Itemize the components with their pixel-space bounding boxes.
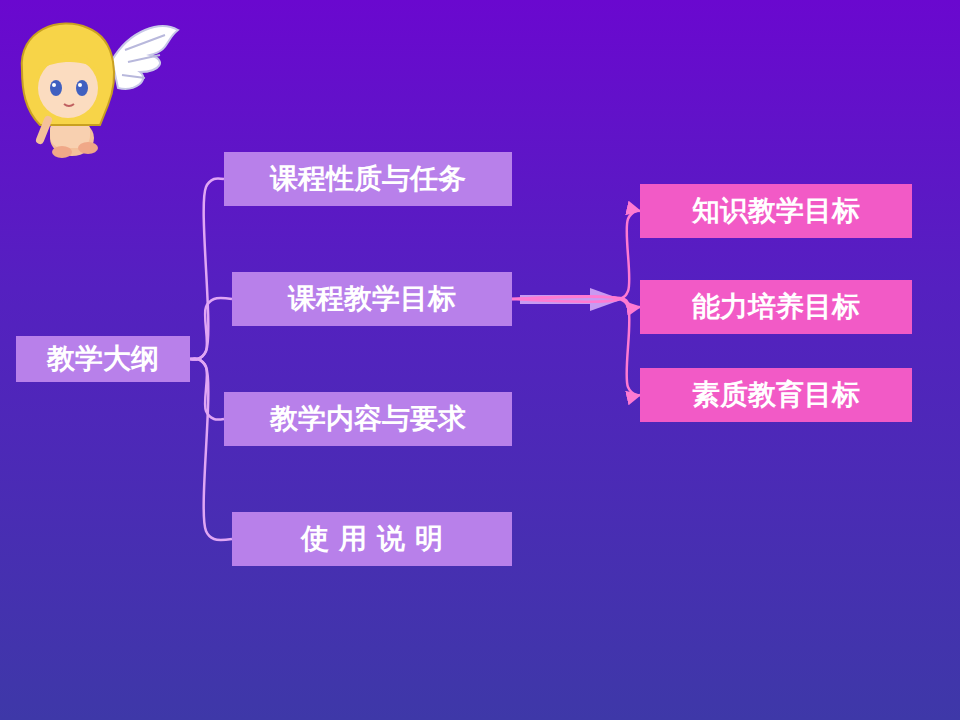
topic-box: 课程教学目标	[232, 272, 512, 326]
topic-box: 使 用 说 明	[232, 512, 512, 566]
box-label: 素质教育目标	[692, 378, 860, 412]
angel	[22, 23, 178, 158]
box-label: 课程性质与任务	[270, 162, 466, 196]
goal-box: 能力培养目标	[640, 280, 912, 334]
box-label: 教学内容与要求	[270, 402, 466, 436]
branch-arrow	[512, 211, 640, 302]
root-box: 教学大纲	[16, 336, 190, 382]
goal-box: 素质教育目标	[640, 368, 912, 422]
goal-box: 知识教学目标	[640, 184, 912, 238]
box-label: 知识教学目标	[692, 194, 860, 228]
topic-box: 教学内容与要求	[224, 392, 512, 446]
box-label: 使 用 说 明	[301, 522, 442, 556]
brace-line	[190, 359, 232, 540]
box-label: 能力培养目标	[692, 290, 860, 324]
box-label: 课程教学目标	[288, 282, 456, 316]
box-label: 教学大纲	[47, 342, 159, 376]
branch-arrow	[512, 296, 640, 395]
topic-box: 课程性质与任务	[224, 152, 512, 206]
brace-line	[190, 298, 232, 359]
